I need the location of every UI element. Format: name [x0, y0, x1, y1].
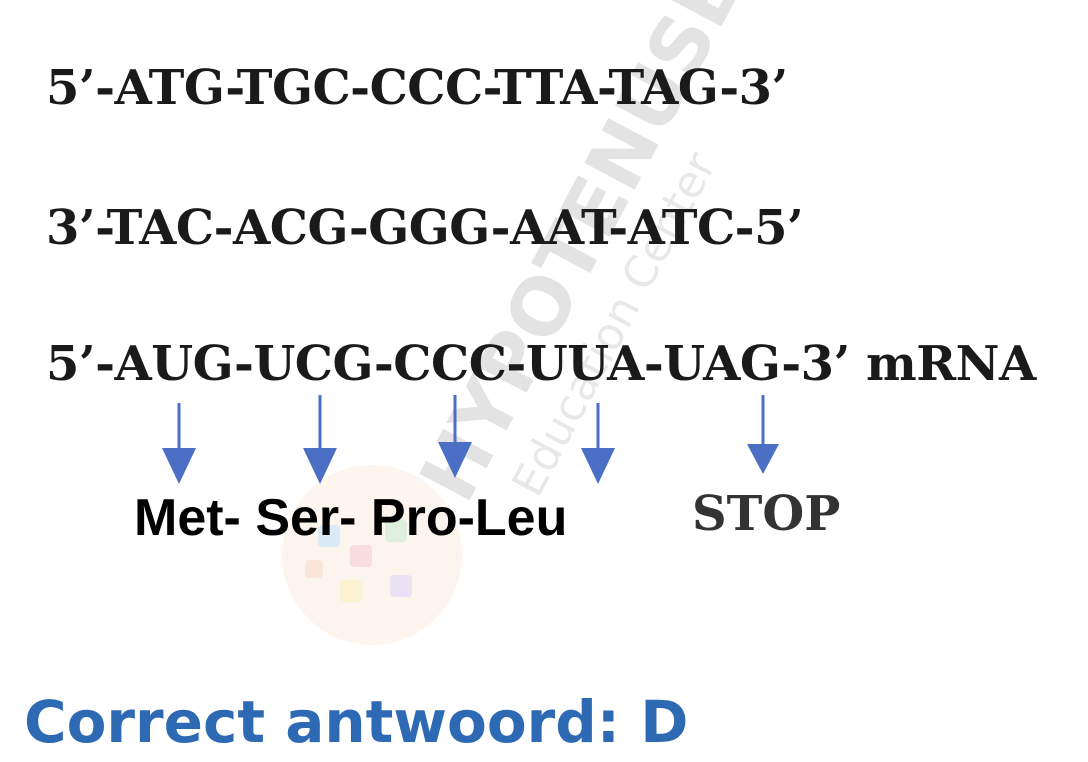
arrow-3 [438, 395, 472, 478]
dna-top-strand: 5’-ATG-TGC-CCC-TTA-TAG-3’ [46, 60, 788, 116]
arrow-1 [162, 403, 196, 484]
amino-acid-chain: Met- Ser- Pro-Leu [134, 489, 568, 547]
stop-label: STOP [692, 486, 841, 542]
arrow-5 [747, 395, 779, 474]
dna-bottom-strand: 3’-TAC-ACG-GGG-AAT-ATC-5’ [46, 200, 804, 256]
watermark-logo [282, 465, 462, 645]
answer-text: Correct antwoord: D [24, 688, 689, 756]
mrna-strand: 5’-AUG-UCG-CCC-UUA-UAG-3’ mRNA [46, 336, 1036, 392]
arrow-2 [303, 395, 337, 484]
arrow-4 [581, 403, 615, 484]
